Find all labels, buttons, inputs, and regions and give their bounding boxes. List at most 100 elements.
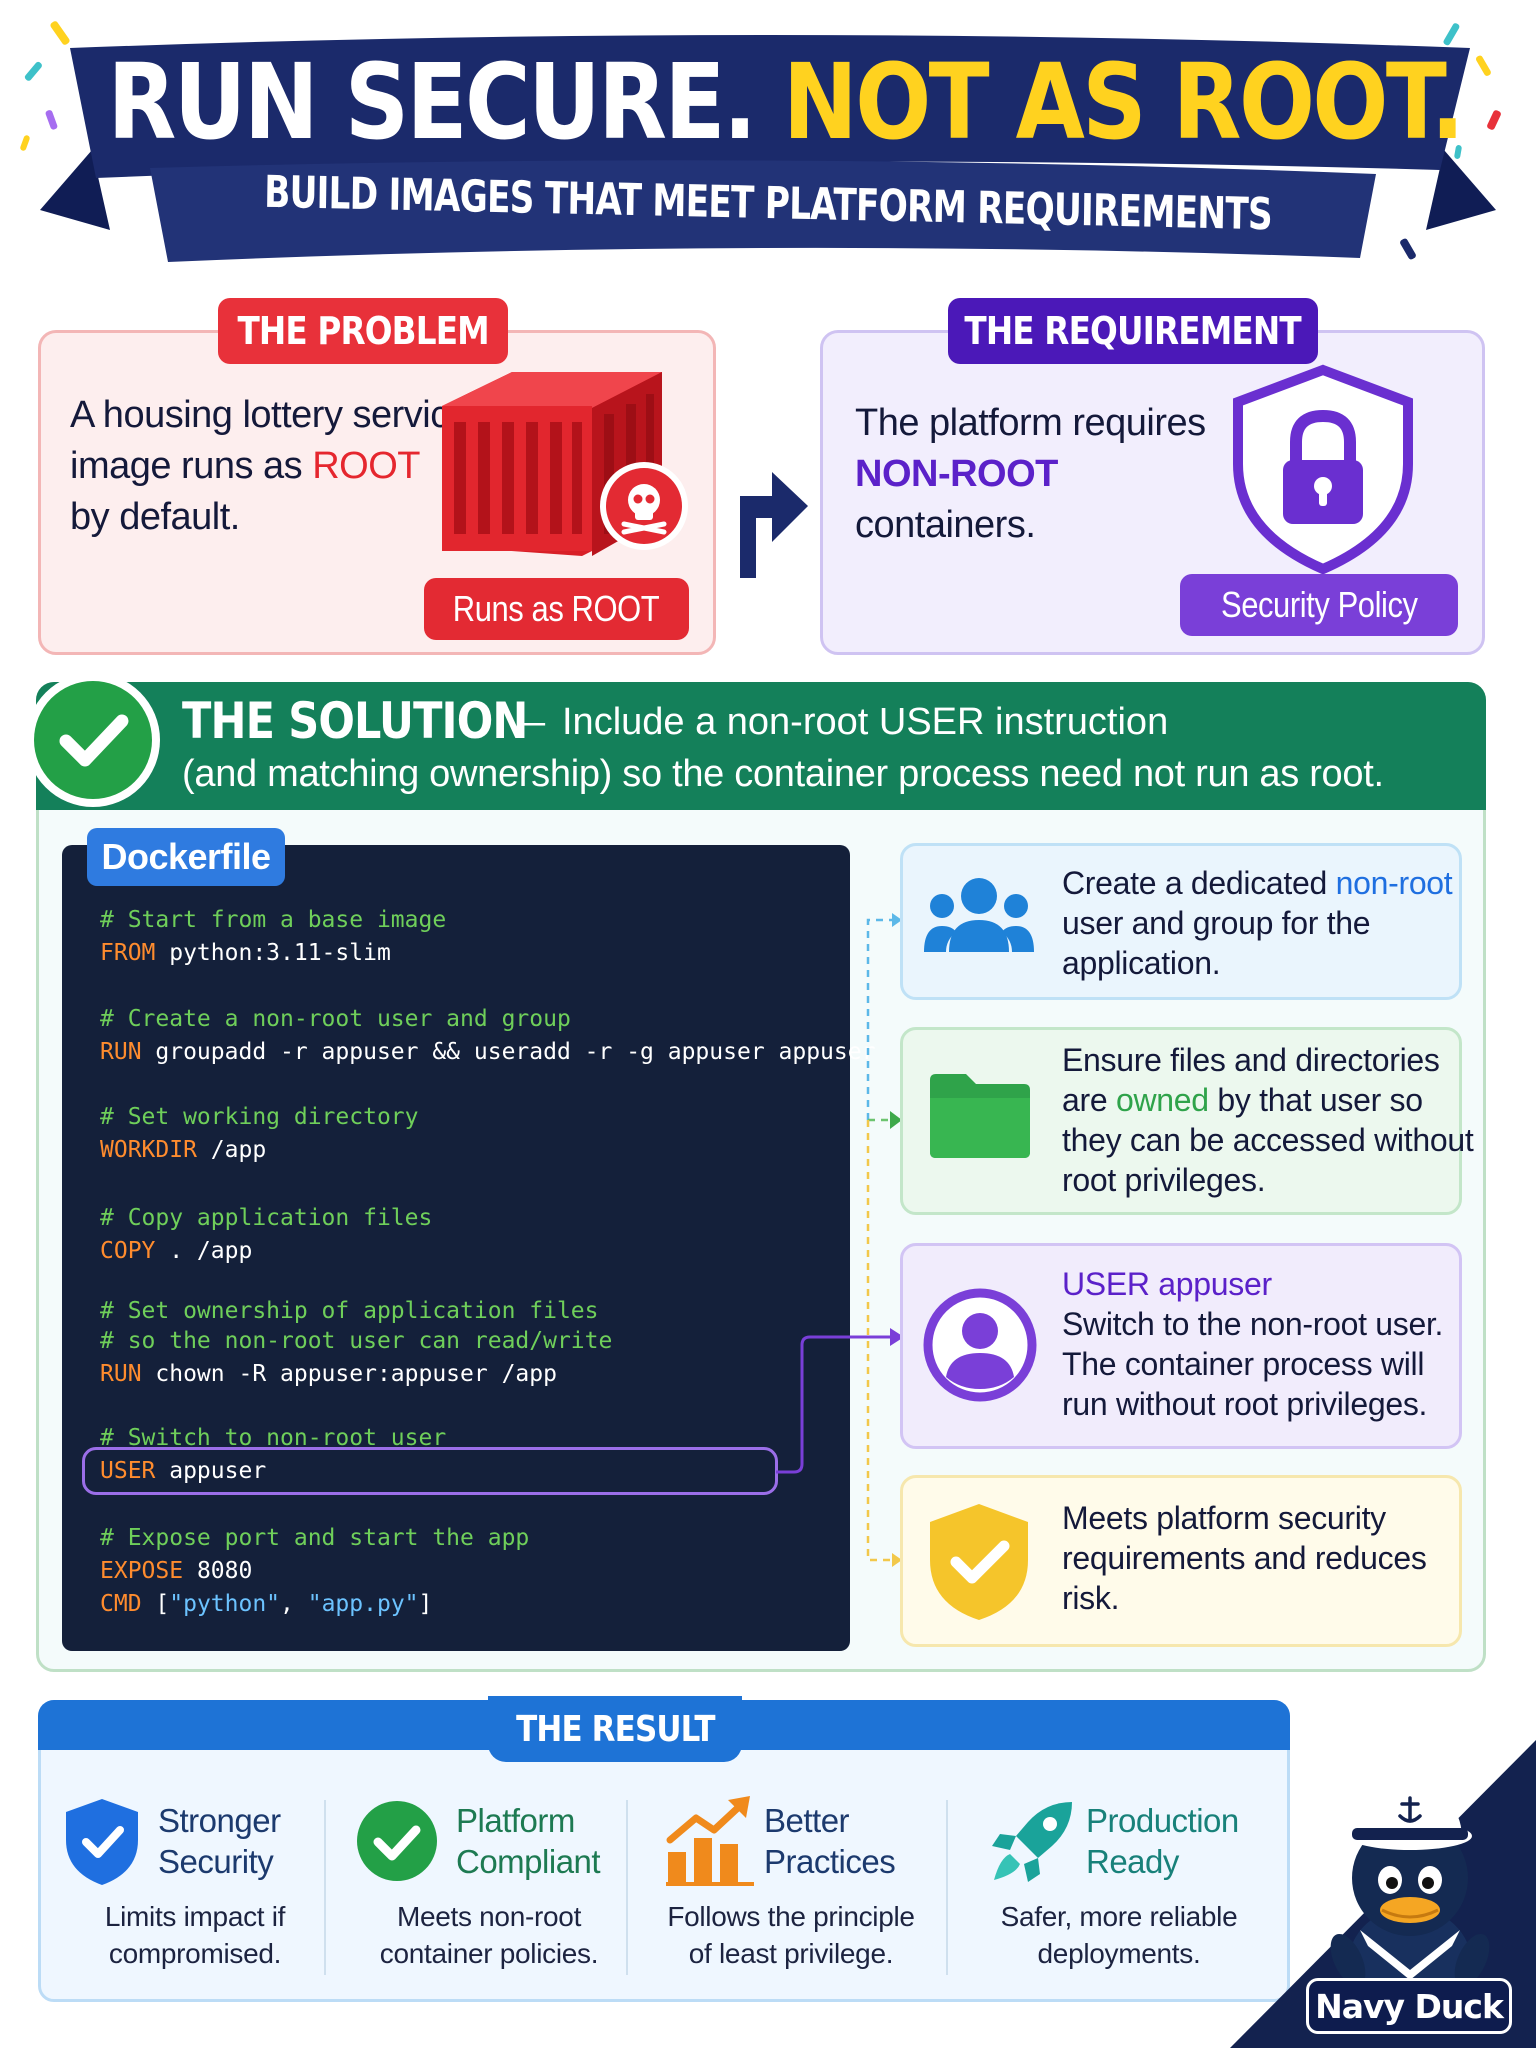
code-comment: # so the non-root user can read/write: [100, 1328, 613, 1354]
requirement-line3: containers.: [855, 504, 1036, 546]
runs-as-root-badge: Runs as ROOT: [424, 578, 689, 640]
card-line: Meets platform security: [1062, 1500, 1386, 1536]
problem-line1: A housing lottery service: [70, 394, 470, 436]
result-item-description: Follows the principle of least privilege…: [648, 1898, 934, 1972]
code-keyword: RUN: [100, 1361, 142, 1387]
checkmark-icon: [59, 714, 129, 767]
owned-highlight: owned: [1115, 1082, 1209, 1118]
result-title-line: Production: [1086, 1802, 1239, 1839]
card-line-prefix: are: [1062, 1082, 1116, 1118]
solution-title-text: THE SOLUTION: [182, 692, 528, 750]
code-value: python:3.11-slim: [155, 940, 391, 966]
non-root-highlight: non-root: [1335, 865, 1453, 901]
code-keyword: CMD: [100, 1591, 142, 1617]
runs-as-root-label: Runs as ROOT: [453, 588, 660, 629]
result-title-line: Ready: [1086, 1843, 1179, 1880]
result-item-title: Production Ready: [1086, 1800, 1239, 1882]
code-value: chown -R appuser:appuser /app: [141, 1361, 557, 1387]
code-value: . /app: [155, 1238, 253, 1264]
card-line: Switch to the non-root user.: [1062, 1306, 1444, 1342]
card-line: risk.: [1062, 1580, 1120, 1616]
card-line: user and group for the: [1062, 905, 1371, 941]
code-value: 8080: [183, 1558, 253, 1584]
result-item-description: Safer, more reliable deployments.: [978, 1898, 1260, 1972]
solution-dash: –: [524, 701, 546, 743]
check-badge: [34, 681, 152, 799]
result-item-title: Platform Compliant: [456, 1800, 601, 1882]
card-line-prefix: Create a dedicated: [1062, 865, 1336, 901]
card-create-user-text: Create a dedicated non-root user and gro…: [1062, 863, 1453, 983]
solution-header-band: [36, 682, 1486, 810]
shield-lock-icon: [1233, 364, 1413, 574]
card-user-appuser-text: USER appuser Switch to the non-root user…: [1062, 1264, 1443, 1424]
result-title-line: Platform: [456, 1802, 575, 1839]
result-title: THE RESULT: [488, 1700, 742, 1758]
title-white: RUN SECURE.: [107, 41, 757, 163]
solution-line1: Include a non-root USER instruction: [562, 701, 1169, 743]
solution-title: THE SOLUTION: [182, 692, 584, 750]
divider: [324, 1800, 326, 1975]
code-comment: # Set ownership of application files: [100, 1298, 599, 1324]
result-desc-line: of least privilege.: [688, 1938, 894, 1969]
result-desc-line: Meets non-root: [396, 1901, 582, 1932]
code-string: "app.py": [307, 1591, 419, 1617]
result-desc-line: Safer, more reliable: [1000, 1901, 1238, 1932]
problem-title: THE PROBLEM: [218, 298, 508, 364]
code-comment: # Set working directory: [100, 1104, 419, 1130]
result-title-line: Practices: [764, 1843, 896, 1880]
code-line: COPY . /app: [100, 1238, 252, 1264]
shield-check-icon: [930, 1504, 1028, 1620]
result-desc-line: compromised.: [108, 1938, 282, 1969]
card-ownership-text: Ensure files and directories are owned b…: [1062, 1040, 1474, 1200]
security-policy-badge: Security Policy: [1180, 574, 1458, 636]
code-keyword: FROM: [100, 940, 156, 966]
result-title-line: Compliant: [456, 1843, 601, 1880]
result-item-title: Better Practices: [764, 1800, 896, 1882]
header-banner: [20, 21, 1501, 262]
code-comment: # Copy application files: [100, 1205, 433, 1231]
code-comment: # Start from a base image: [100, 907, 447, 933]
result-title-tab: [488, 1696, 742, 1762]
result-desc-line: container policies.: [379, 1938, 599, 1969]
result-desc-line: Follows the principle: [667, 1901, 915, 1932]
result-desc-line: deployments.: [1037, 1938, 1201, 1969]
container-box-icon: [442, 372, 688, 556]
card-line: The container process will: [1062, 1346, 1425, 1382]
connector-lines: [776, 913, 904, 1567]
card-line: run without root privileges.: [1062, 1386, 1428, 1422]
problem-description: A housing lottery service image runs as …: [70, 390, 470, 543]
card-line: application.: [1062, 945, 1221, 981]
growth-chart-icon: [666, 1796, 754, 1886]
code-value: ]: [418, 1591, 433, 1617]
confetti-decoration: [20, 21, 1501, 260]
requirement-title-text: THE REQUIREMENT: [964, 309, 1302, 353]
card-create-user: [900, 843, 1462, 1000]
code-line: WORKDIR /app: [100, 1137, 266, 1163]
requirement-line1: The platform requires: [855, 402, 1206, 444]
problem-line2: image runs as ROOT: [70, 441, 469, 492]
root-highlight: ROOT: [312, 445, 421, 487]
non-root-highlight: NON-ROOT: [855, 453, 1058, 495]
users-icon: [924, 878, 1034, 952]
card-line: Ensure files and directories: [1062, 1042, 1440, 1078]
divider: [946, 1800, 948, 1975]
result-title-line: Security: [158, 1843, 274, 1880]
security-policy-label: Security Policy: [1220, 584, 1418, 625]
code-keyword: USER: [100, 1458, 156, 1484]
problem-title-text: THE PROBLEM: [237, 309, 489, 353]
code-keyword: RUN: [100, 1039, 142, 1065]
result-item-description: Limits impact if compromised.: [70, 1898, 320, 1972]
card-line: they can be accessed without: [1062, 1122, 1474, 1158]
navy-duck-label: Navy Duck: [1306, 1978, 1512, 2034]
solution-line2: (and matching ownership) so the containe…: [182, 753, 1384, 795]
code-line: EXPOSE 8080: [100, 1558, 252, 1584]
code-value: groupadd -r appuser && useradd -r -g app…: [141, 1039, 876, 1065]
code-value: appuser: [155, 1458, 267, 1484]
requirement-title: THE REQUIREMENT: [948, 298, 1318, 364]
code-comment: # Switch to non-root user: [100, 1425, 447, 1451]
dockerfile-tab[interactable]: Dockerfile: [87, 828, 285, 886]
card-line: are owned by that user so: [1062, 1080, 1473, 1120]
result-title-line: Stronger: [158, 1802, 281, 1839]
code-line: FROM python:3.11-slim: [100, 940, 391, 966]
code-line: CMD ["python", "app.py"]: [100, 1591, 432, 1617]
